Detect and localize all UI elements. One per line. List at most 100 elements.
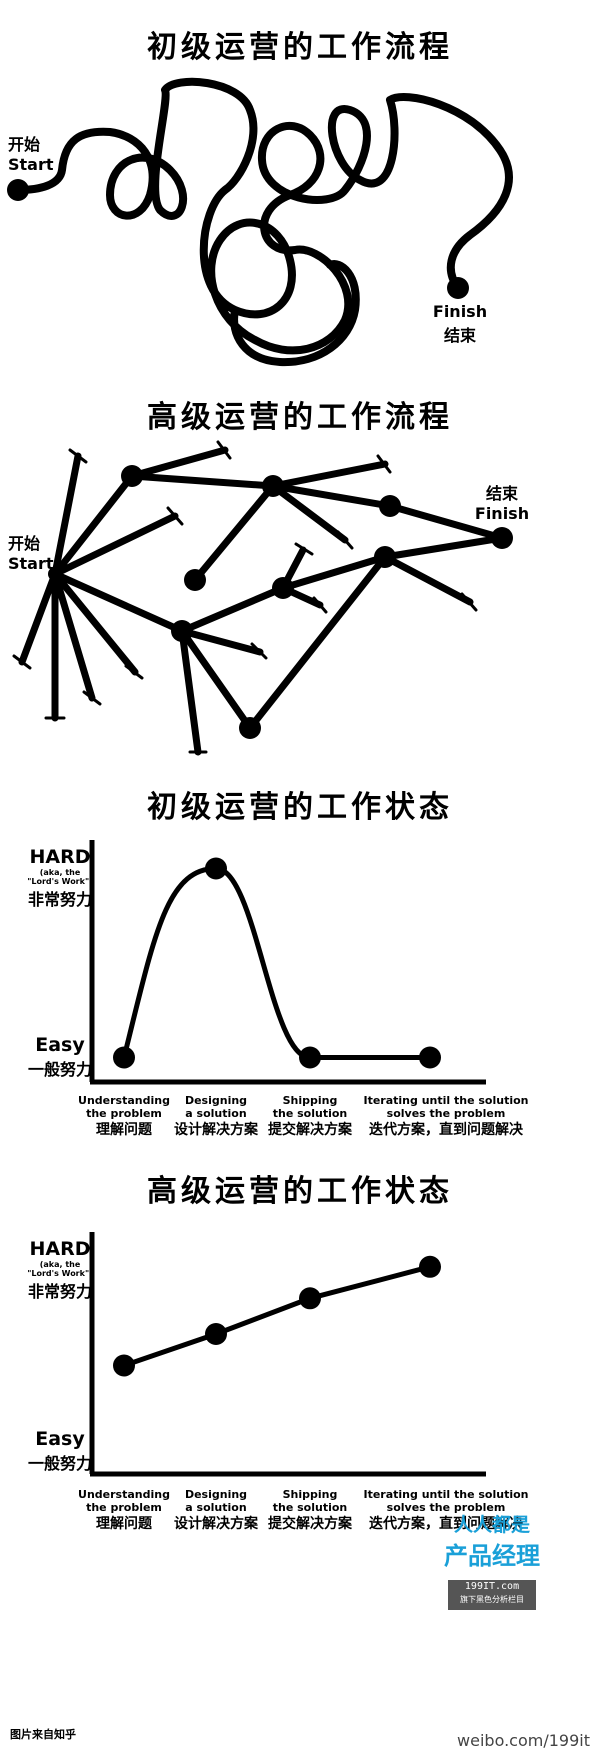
- chart2-easy-label: Easy 一般努力: [14, 1428, 106, 1474]
- network-end-ticks: [12, 440, 478, 754]
- finish-label-en: Finish: [432, 302, 488, 321]
- chart2-hard-label: HARD (aka, the "Lord's Work") 非常努力: [14, 1238, 106, 1302]
- data-point: [205, 857, 227, 880]
- x-tick-label-en1: Iterating until the solution: [363, 1488, 529, 1501]
- hard-aka-line1: (aka, the: [39, 868, 81, 877]
- watermark-tagline: 旗下黑色分析栏目: [460, 1595, 524, 1604]
- easy-label-en: Easy: [35, 1034, 85, 1056]
- series-points: [113, 1255, 441, 1377]
- hard-label-en: HARD: [29, 846, 91, 868]
- series-points: [113, 857, 441, 1069]
- x-tick-label-en2: a solution: [185, 1107, 247, 1120]
- x-tick-label-en1: Designing: [184, 1488, 248, 1501]
- finish-dot: [447, 277, 469, 299]
- watermark-box: 199IT.com 旗下黑色分析栏目: [448, 1580, 536, 1610]
- chart1-hard-label: HARD (aka, the "Lord's Work") 非常努力: [14, 846, 106, 910]
- hard-label-cn: 非常努力: [27, 1282, 92, 1301]
- data-point: [299, 1287, 321, 1310]
- data-point: [205, 1323, 227, 1345]
- finish-label: Finish 结束: [420, 302, 500, 346]
- node: [239, 717, 261, 739]
- easy-label-cn: 一般努力: [27, 1060, 92, 1079]
- hard-label-cn: 非常努力: [27, 890, 92, 909]
- hard-aka-line2: "Lord's Work"): [27, 877, 93, 886]
- weibo-credit: weibo.com/199it: [457, 1731, 590, 1750]
- node: [171, 620, 193, 642]
- tangled-path-diagram: [7, 77, 513, 367]
- x-tick-label-en2: the solution: [272, 1107, 348, 1120]
- x-tick-label-cn: 迭代方案，直到问题解决: [369, 1516, 523, 1532]
- data-point: [299, 1046, 321, 1069]
- beginner-state-title: 初级运营的工作状态: [147, 790, 453, 825]
- finish-label-cn: 结束: [443, 326, 476, 345]
- senior-start-label-en: Start: [8, 554, 54, 573]
- senior-finish-label: 结束 Finish: [462, 484, 542, 524]
- x-tick-label-cn: 设计解决方案: [174, 1122, 258, 1138]
- x-tick-label-en1: Shipping: [282, 1094, 338, 1107]
- x-tick-label-cn: 理解问题: [96, 1516, 152, 1532]
- x-tick-label-en1: Understanding: [78, 1488, 170, 1501]
- node: [121, 465, 143, 487]
- node: [374, 546, 396, 568]
- start-label: 开始 Start: [8, 135, 54, 175]
- x-tick-label-cn: 设计解决方案: [174, 1516, 258, 1532]
- hard-aka-line2: "Lord's Work"): [27, 1269, 93, 1278]
- hard-label-en: HARD: [29, 1238, 91, 1260]
- node: [272, 577, 294, 599]
- senior-finish-label-en: Finish: [474, 504, 530, 523]
- data-point: [113, 1046, 135, 1069]
- chart1-easy-label: Easy 一般努力: [14, 1034, 106, 1080]
- start-label-en: Start: [8, 155, 54, 174]
- x-tick-label-en2: solves the problem: [386, 1501, 506, 1514]
- x-tick-label-cn: 提交解决方案: [268, 1122, 352, 1138]
- network-diagram: [12, 440, 513, 756]
- senior-start-label: 开始 Start: [8, 534, 54, 574]
- senior-state-chart: [89, 1232, 486, 1477]
- x-tick-label-en1: Iterating until the solution: [363, 1094, 529, 1107]
- start-label-cn: 开始: [8, 135, 41, 154]
- source-note: 图片来自知乎: [10, 1728, 76, 1741]
- tangled-path: [14, 77, 513, 355]
- watermark-line2: 产品经理: [444, 1542, 540, 1570]
- data-point: [419, 1046, 441, 1069]
- start-node: [48, 567, 62, 581]
- easy-label-en: Easy: [35, 1428, 85, 1450]
- network-edges: [18, 446, 506, 756]
- x-tick-label-en1: Designing: [184, 1094, 248, 1107]
- beginner-state-chart: [89, 840, 486, 1085]
- x-tick-label-en1: Shipping: [282, 1488, 338, 1501]
- x-tick-label-cn: 理解问题: [96, 1122, 152, 1138]
- tangled-path-extra: [230, 260, 360, 367]
- node: [184, 569, 206, 591]
- watermark-line1: 人人都是: [453, 1514, 530, 1536]
- x-tick-label-en2: a solution: [185, 1501, 247, 1514]
- start-dot: [7, 179, 29, 201]
- series-line: [121, 1264, 433, 1368]
- hard-aka-line1: (aka, the: [39, 1260, 81, 1269]
- series-line: [121, 865, 433, 1060]
- x-tick-label-en2: solves the problem: [386, 1107, 506, 1120]
- easy-label-cn: 一般努力: [27, 1454, 92, 1473]
- senior-finish-label-cn: 结束: [485, 484, 518, 503]
- x-tick-label-cn: 迭代方案，直到问题解决: [369, 1122, 523, 1138]
- x-tick-label-cn: 提交解决方案: [268, 1516, 352, 1532]
- senior-start-label-cn: 开始: [8, 534, 41, 553]
- x-tick-label-en2: the solution: [272, 1501, 348, 1514]
- network-nodes: [48, 465, 513, 739]
- watermark-logo: 人人都是 产品经理 199IT.com 旗下黑色分析栏目: [440, 1510, 544, 1618]
- node: [379, 495, 401, 517]
- x-tick-label-en1: Understanding: [78, 1094, 170, 1107]
- watermark-site: 199IT.com: [464, 1581, 520, 1592]
- x-tick-label-en2: the problem: [86, 1501, 162, 1514]
- senior-flow-title: 高级运营的工作流程: [147, 400, 453, 435]
- finish-node: [491, 527, 513, 549]
- senior-state-title: 高级运营的工作状态: [147, 1174, 453, 1209]
